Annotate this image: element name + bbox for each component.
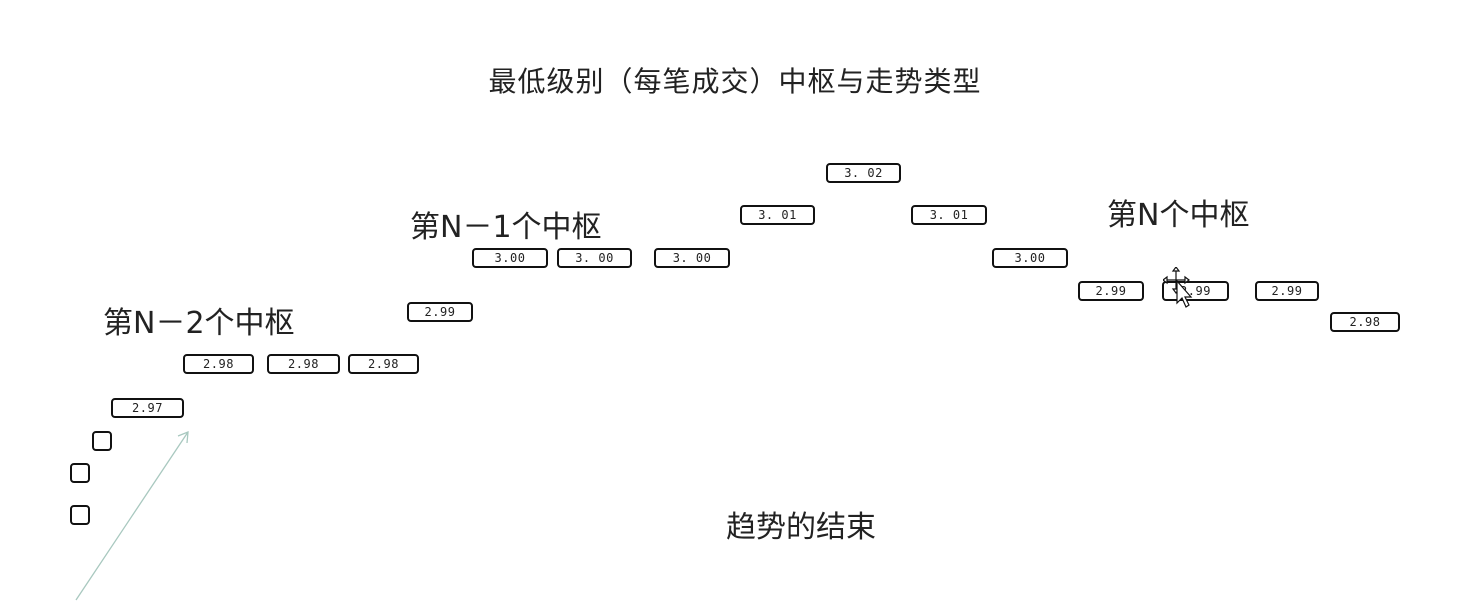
center-n-label: 第N个中枢 <box>1107 198 1250 233</box>
price-box: 2.98 <box>267 354 340 374</box>
price-box: 2.99 <box>407 302 473 322</box>
price-box: 3.00 <box>472 248 548 268</box>
trend-end-label: 趋势的结束 <box>726 510 876 545</box>
price-box: 3. 02 <box>826 163 901 183</box>
price-box: 2.97 <box>111 398 184 418</box>
page-title: 最低级别（每笔成交）中枢与走势类型 <box>488 65 982 98</box>
move-cursor-icon <box>1163 267 1193 308</box>
empty-square-1 <box>70 505 90 525</box>
price-box: 3.00 <box>992 248 1068 268</box>
price-box: 2.98 <box>183 354 254 374</box>
price-box: 2.98 <box>348 354 419 374</box>
price-box: 3. 01 <box>911 205 987 225</box>
price-box: 3. 00 <box>557 248 632 268</box>
price-box: 2.98 <box>1330 312 1400 332</box>
empty-square-2 <box>70 463 90 483</box>
center-n-minus-2-label: 第N－2个中枢 <box>103 306 295 341</box>
center-n-minus-1-label: 第N－1个中枢 <box>410 210 602 245</box>
price-box: 2.99 <box>1078 281 1144 301</box>
price-box: 3. 01 <box>740 205 815 225</box>
empty-square-3 <box>92 431 112 451</box>
price-box: 3. 00 <box>654 248 730 268</box>
price-box: 2.99 <box>1255 281 1319 301</box>
